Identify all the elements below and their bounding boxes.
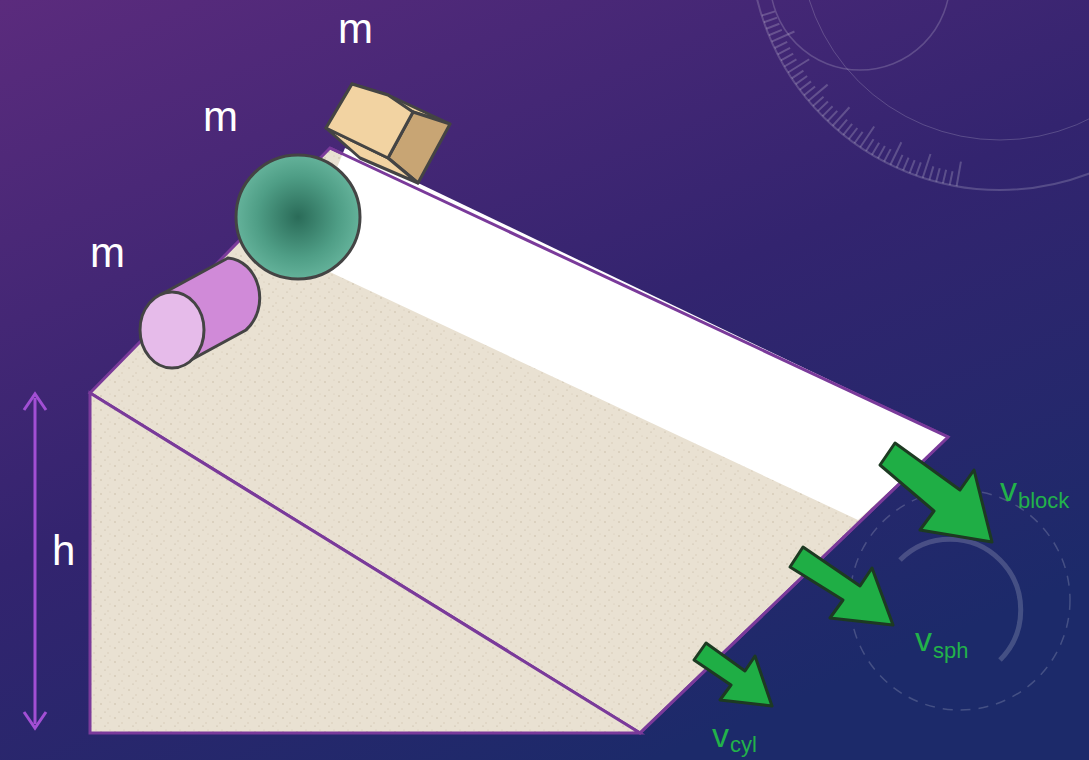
velocity-subscript: block: [1018, 490, 1069, 512]
sphere: [236, 155, 360, 279]
incline-front: [90, 393, 640, 733]
height-arrow: [24, 394, 46, 728]
decor-arcs: [750, 0, 1089, 710]
velocity-arrows: [694, 443, 992, 706]
velocity-symbol: v: [915, 622, 932, 656]
velocity-subscript: cyl: [730, 734, 757, 756]
velocity-subscript: sph: [933, 640, 968, 662]
incline-top: [90, 148, 948, 733]
decor-ticks: [762, 11, 961, 186]
mass-label: m: [338, 8, 373, 50]
mass-label: m: [203, 96, 238, 138]
height-label: h: [52, 530, 75, 572]
velocity-symbol: v: [712, 718, 729, 752]
white-track: [300, 148, 948, 520]
velocity-symbol: v: [1000, 472, 1017, 506]
cylinder: [140, 258, 260, 368]
block: [326, 84, 450, 183]
mass-label: m: [90, 232, 125, 274]
